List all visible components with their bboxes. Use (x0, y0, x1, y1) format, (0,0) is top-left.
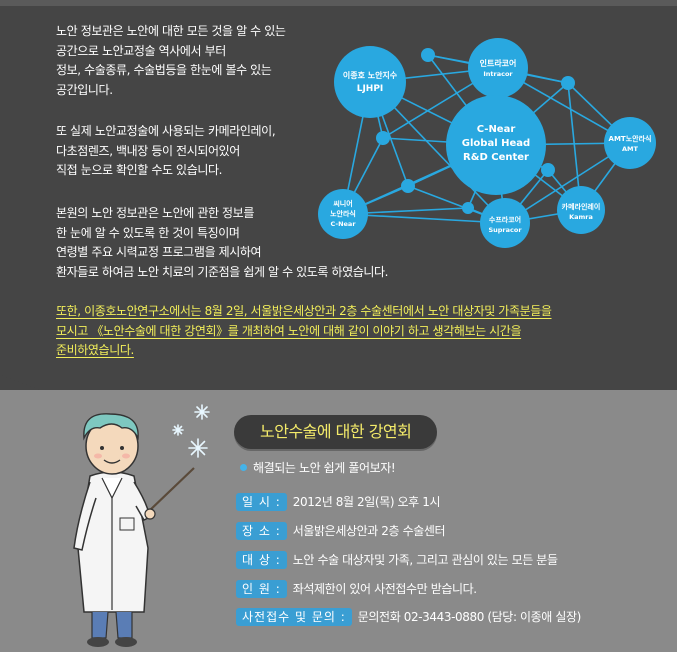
info-value: 노안 수술 대상자및 가족, 그리고 관심이 있는 모든 분들 (292, 552, 558, 567)
node-amt-line-1: AMT노안라식 (609, 134, 652, 143)
intro-line: 정보, 수술종류, 수술법등을 한눈에 볼수 있는 (56, 63, 272, 77)
node-supracor: 수프라코어 Supracor (480, 198, 530, 248)
node-cnear-line-2: 노안라식 (330, 209, 356, 218)
intro-paragraph-3: 본원의 노안 정보관은 노안에 관한 정보를 한 눈에 알 수 있도록 한 것이… (56, 204, 388, 282)
lecture-subtitle-text: 해결되는 노안 쉽게 풀어보자! (253, 461, 396, 475)
small-node (462, 202, 474, 214)
small-node (376, 131, 390, 145)
intro-line: 노안 정보관은 노안에 대한 모든 것을 알 수 있는 (56, 24, 286, 38)
intro-line: 직접 눈으로 확인할 수도 있습니다. (56, 163, 223, 177)
node-intracor-line-1: 인트라코어 (480, 58, 517, 68)
node-kamra: 카메라인레이 Kamra (557, 186, 605, 234)
small-node (421, 48, 435, 62)
small-nodes (376, 48, 575, 214)
info-row-capacity: 인 원 : 좌석제한이 있어 사전접수만 받습니다. (236, 578, 477, 598)
intro-line: 연령별 주요 시력교정 프로그램을 제시하여 (56, 245, 262, 259)
info-label: 인 원 : (236, 579, 287, 598)
intro-line: 본원의 노안 정보관은 노안에 관한 정보를 (56, 206, 254, 220)
node-kamra-line-1: 카메라인레이 (562, 202, 601, 211)
section-divider (0, 375, 677, 415)
highlight-line: 준비하였습니다. (56, 343, 134, 357)
intro-line: 공간입니다. (56, 82, 113, 97)
sparkle-icon (172, 404, 210, 458)
node-supracor-line-1: 수프라코어 (489, 215, 521, 224)
node-center-line-3: R&D Center (463, 152, 529, 163)
doctor-illustration (73, 404, 210, 647)
doctor-hair (83, 413, 139, 441)
info-value: 2012년 8월 2일(목) 오후 1시 (292, 494, 441, 509)
info-value: 서울밝은세상안과 2층 수술센터 (292, 523, 446, 538)
node-intracor: 인트라코어 Intracor (468, 38, 528, 98)
info-label: 대 상 : (236, 550, 287, 569)
node-ljhpi-line-2: LJHPI (357, 84, 384, 94)
node-amt: AMT노안라식 AMT (604, 117, 656, 169)
intro-paragraph-1: 노안 정보관은 노안에 대한 모든 것을 알 수 있는 공간으로 노안교정술 역… (56, 22, 286, 100)
network-diagram: 이종호 노안지수 LJHPI 인트라코어 Intracor C-Near Glo… (318, 38, 656, 248)
node-center: C-Near Global Head R&D Center (446, 95, 546, 195)
info-row-place: 장 소 : 서울밝은세상안과 2층 수술센터 (236, 520, 446, 540)
info-label: 사전접수 및 문의 : (236, 607, 352, 626)
node-ljhpi: 이종호 노안지수 LJHPI (334, 46, 406, 118)
info-row-contact: 사전접수 및 문의 : 문의전화 02-3443-0880 (담당: 이종애 실장… (236, 606, 582, 626)
intro-line: 또 실제 노안교정술에 사용되는 카메라인레이, (56, 124, 276, 138)
highlight-line: 또한, 이종호노안연구소에서는 8월 2일, 서울밝은세상안과 2층 수술센터에… (56, 304, 552, 318)
info-row-date: 일 시 : 2012년 8월 2일(목) 오후 1시 (236, 491, 441, 511)
info-value: 문의전화 02-3443-0880 (담당: 이종애 실장) (357, 609, 582, 624)
node-kamra-line-2: Kamra (569, 213, 593, 221)
highlight-line: 모시고 《노안수술에 대한 강연회》를 개최하여 노안에 대해 같이 이야기 하… (56, 323, 522, 338)
lecture-subtitle: 해결되는 노안 쉽게 풀어보자! (240, 460, 396, 476)
small-node (541, 163, 555, 177)
node-cnear-line-3: C-Near (330, 220, 356, 228)
node-intracor-line-2: Intracor (483, 70, 513, 78)
bullet-icon (240, 464, 247, 471)
node-center-line-1: C-Near (477, 124, 516, 135)
intro-line: 공간으로 노안교정술 역사에서 부터 (56, 43, 226, 58)
info-row-target: 대 상 : 노안 수술 대상자및 가족, 그리고 관심이 있는 모든 분들 (236, 549, 558, 569)
small-node (401, 179, 415, 193)
node-supracor-line-2: Supracor (488, 226, 522, 234)
lab-coat (77, 471, 149, 613)
pointer-stick (147, 467, 195, 513)
intro-line: 환자들로 하여금 노안 치료의 기준점을 쉽게 알 수 있도록 하였습니다. (56, 264, 389, 279)
intro-line: 다초점렌즈, 백내장 등이 전시되어있어 (56, 143, 240, 158)
info-label: 일 시 : (236, 492, 287, 511)
node-center-line-2: Global Head (462, 138, 530, 149)
intro-line: 한 눈에 알 수 있도록 한 것이 특징이며 (56, 225, 240, 240)
lecture-title: 노안수술에 대한 강연회 (234, 415, 438, 449)
top-edge (0, 0, 677, 6)
highlight-paragraph: 또한, 이종호노안연구소에서는 8월 2일, 서울밝은세상안과 2층 수술센터에… (56, 302, 552, 361)
small-node (561, 76, 575, 90)
node-amt-line-2: AMT (622, 145, 638, 153)
intro-paragraph-2: 또 실제 노안교정술에 사용되는 카메라인레이, 다초점렌즈, 백내장 등이 전… (56, 122, 276, 181)
info-value: 좌석제한이 있어 사전접수만 받습니다. (292, 581, 477, 596)
info-label: 장 소 : (236, 521, 287, 540)
node-cnear: 씨니어 노안라식 C-Near (318, 189, 368, 239)
node-cnear-line-1: 씨니어 (333, 199, 352, 208)
node-ljhpi-line-1: 이종호 노안지수 (343, 70, 398, 80)
